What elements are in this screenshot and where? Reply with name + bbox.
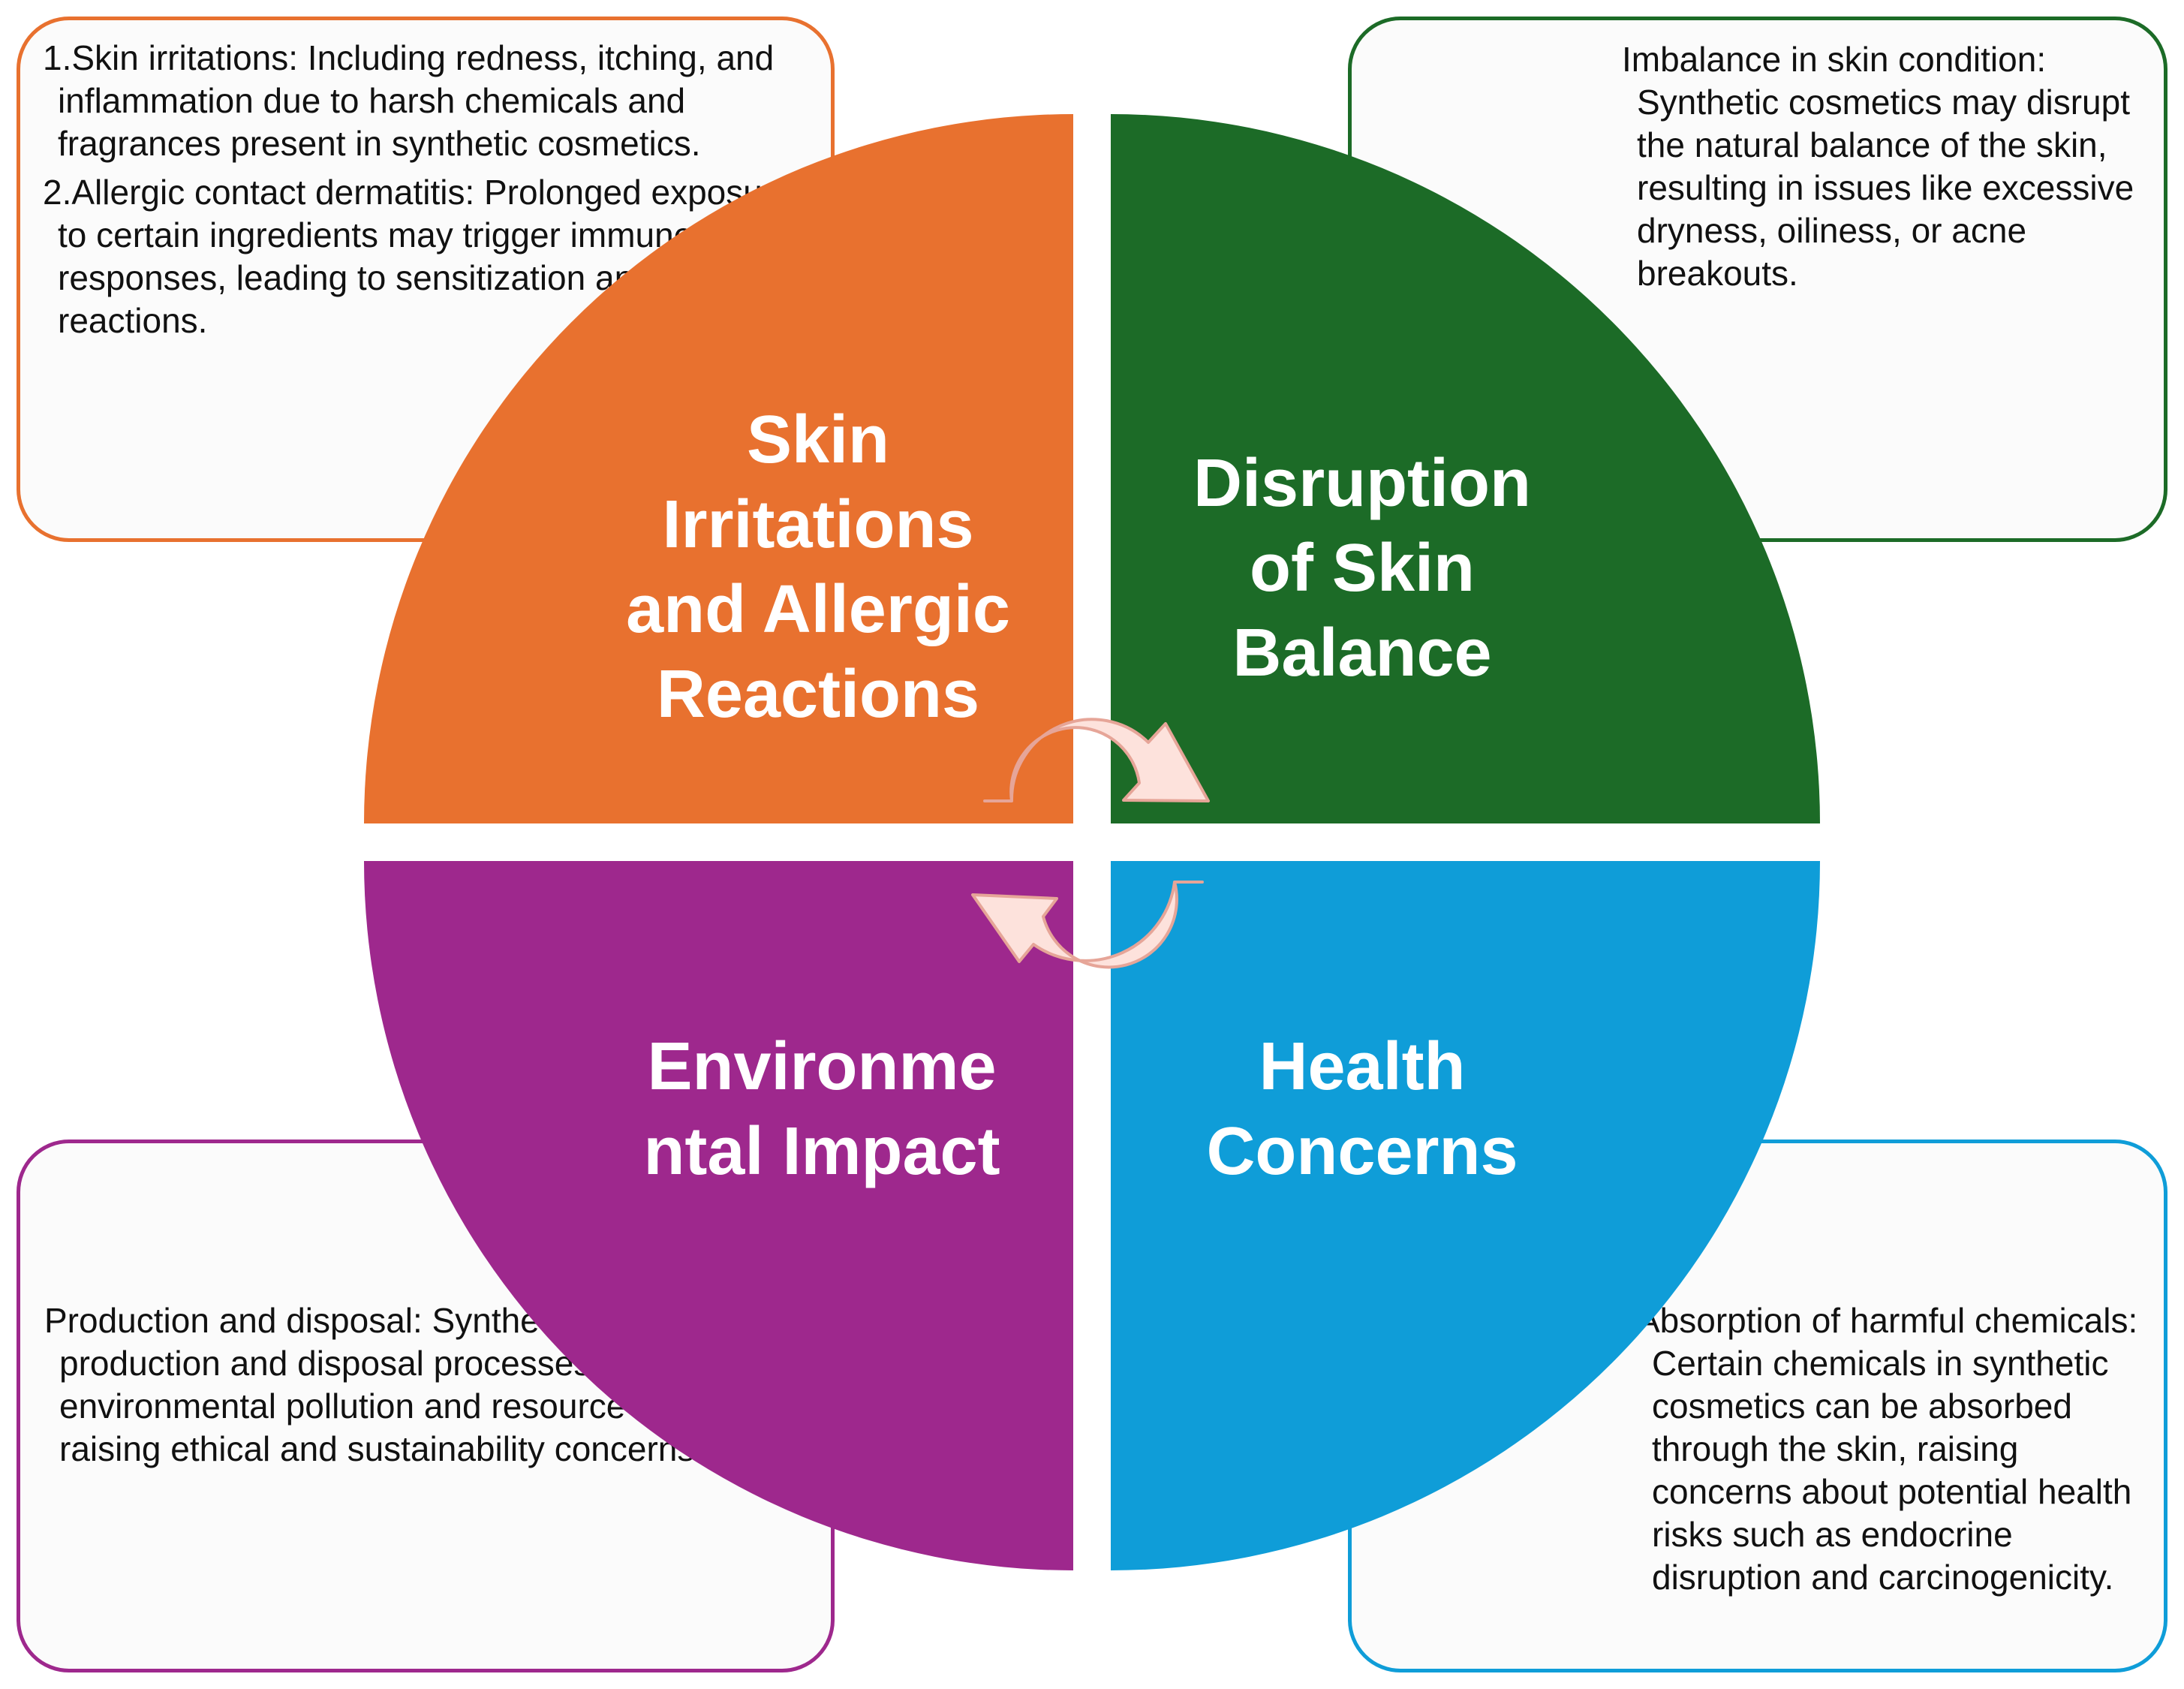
title-line: Concerns	[1206, 1114, 1518, 1189]
title-line: Disruption	[1193, 446, 1531, 521]
title-line: Irritations	[662, 487, 974, 562]
title-line: and Allergic	[626, 572, 1010, 647]
health-description: Absorption of harmful chemicals: Certain…	[1637, 1301, 2138, 1597]
list-item: 1.Skin irritations: Including redness, i…	[43, 38, 775, 163]
title-line: Reactions	[656, 657, 980, 732]
title-line: Environme	[647, 1029, 997, 1104]
quadrant-skin-irritations	[364, 114, 1073, 823]
title-line: of Skin	[1249, 531, 1475, 606]
title-line: Skin	[746, 402, 890, 477]
title-line: ntal Impact	[643, 1114, 1000, 1189]
environmental-title: Environme ntal Impact	[597, 1025, 1047, 1194]
quadrant-health	[1111, 861, 1820, 1570]
title-line: Balance	[1232, 616, 1492, 691]
cycle-arrow-top-icon	[983, 718, 1210, 802]
quadrant-environmental	[364, 861, 1073, 1570]
skin-balance-title: Disruption of Skin Balance	[1137, 441, 1587, 696]
health-title: Health Concerns	[1137, 1025, 1587, 1194]
skin-balance-description: Imbalance in skin condition: Synthetic c…	[1622, 40, 2134, 293]
skin-irritations-title: Skin Irritations and Allergic Reactions	[593, 398, 1043, 737]
title-line: Health	[1259, 1029, 1466, 1104]
cycle-arrow-bottom-icon	[971, 881, 1204, 969]
quadrant-skin-balance	[1111, 114, 1820, 823]
